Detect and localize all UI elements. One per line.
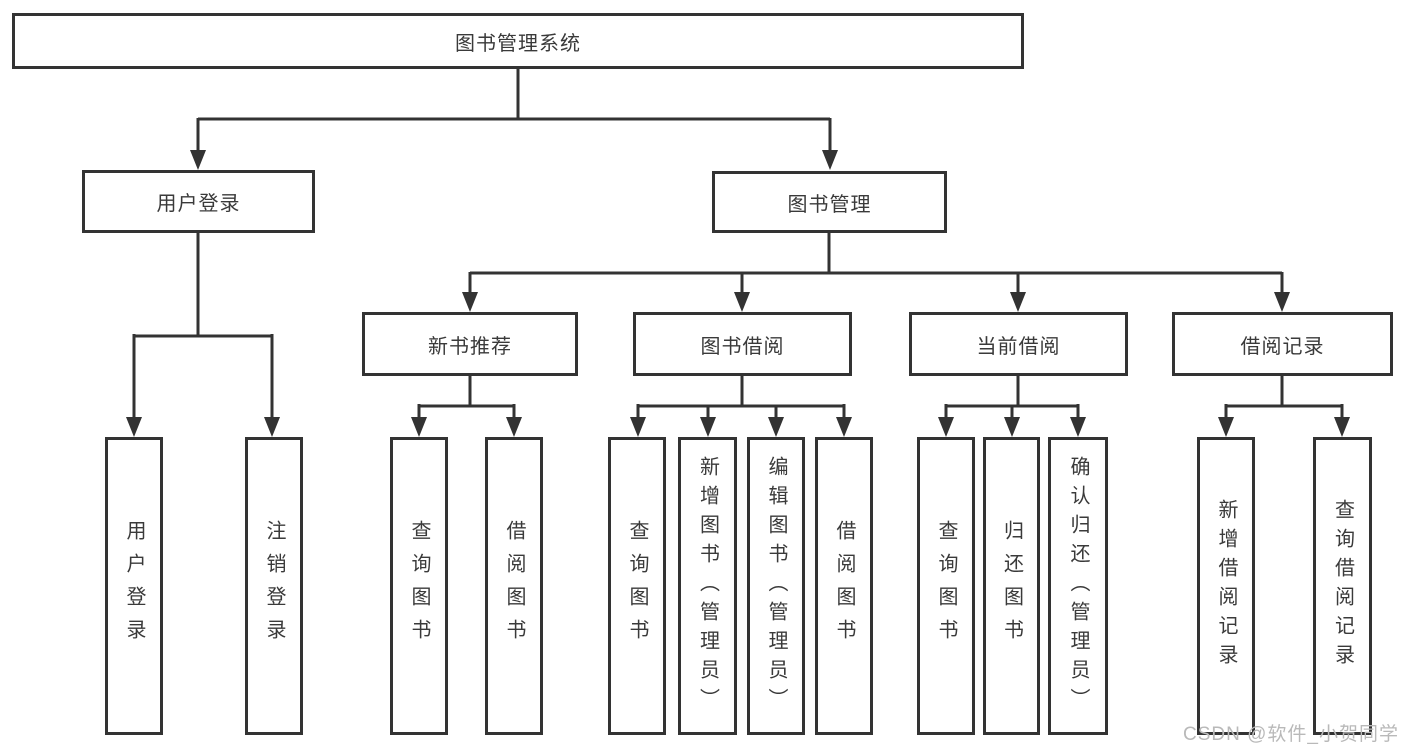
- arrow-down-icon: [822, 150, 838, 170]
- arrow-down-icon: [1274, 292, 1290, 312]
- leaf-borrow-books-borrow: 借阅图书: [815, 437, 873, 735]
- arrow-down-icon: [126, 417, 142, 437]
- arrow-down-icon: [190, 150, 206, 170]
- arrow-down-icon: [264, 417, 280, 437]
- connector-book-management-to-level3: [468, 233, 1284, 294]
- leaf-add-book-admin: 新增图书（管理员）: [678, 437, 737, 735]
- arrow-down-icon: [506, 417, 522, 437]
- node-new-book-recommend: 新书推荐: [362, 312, 578, 376]
- arrow-down-icon: [630, 417, 646, 437]
- node-user-login: 用户登录: [82, 170, 315, 233]
- csdn-watermark: CSDN @软件_小贺同学: [1183, 724, 1399, 745]
- arrow-down-icon: [1004, 417, 1020, 437]
- connector-new-book-recommend-to-leaves: [417, 376, 516, 419]
- arrow-down-icon: [938, 417, 954, 437]
- arrow-down-icon: [734, 292, 750, 312]
- leaf-return-books: 归还图书: [983, 437, 1040, 735]
- connector-root-to-level2: [196, 69, 832, 152]
- leaf-borrow-books-recommend: 借阅图书: [485, 437, 543, 735]
- leaf-query-books-borrow: 查询图书: [608, 437, 666, 735]
- leaf-logout: 注销登录: [245, 437, 303, 735]
- leaf-user-login: 用户登录: [105, 437, 163, 735]
- leaf-edit-book-admin: 编辑图书（管理员）: [747, 437, 805, 735]
- node-book-management: 图书管理: [712, 171, 947, 233]
- arrow-down-icon: [768, 417, 784, 437]
- node-library-management-system: 图书管理系统: [12, 13, 1024, 69]
- connector-current-borrow-to-leaves: [944, 376, 1080, 419]
- leaf-confirm-return-admin: 确认归还（管理员）: [1048, 437, 1108, 735]
- arrow-down-icon: [462, 292, 478, 312]
- leaf-query-books-current: 查询图书: [917, 437, 975, 735]
- arrow-down-icon: [411, 417, 427, 437]
- leaf-query-books-recommend: 查询图书: [390, 437, 448, 735]
- arrow-down-icon: [1334, 417, 1350, 437]
- connector-user-login-to-leaves: [132, 233, 274, 419]
- arrow-down-icon: [700, 417, 716, 437]
- arrow-down-icon: [1218, 417, 1234, 437]
- arrow-down-icon: [1070, 417, 1086, 437]
- node-current-borrow: 当前借阅: [909, 312, 1128, 376]
- leaf-query-borrow-record: 查询借阅记录: [1313, 437, 1372, 735]
- connector-borrow-records-to-leaves: [1224, 376, 1344, 419]
- leaf-add-borrow-record: 新增借阅记录: [1197, 437, 1255, 735]
- arrow-down-icon: [1010, 292, 1026, 312]
- node-borrow-records: 借阅记录: [1172, 312, 1393, 376]
- node-book-borrow: 图书借阅: [633, 312, 852, 376]
- arrow-down-icon: [836, 417, 852, 437]
- connector-book-borrow-to-leaves: [636, 376, 846, 419]
